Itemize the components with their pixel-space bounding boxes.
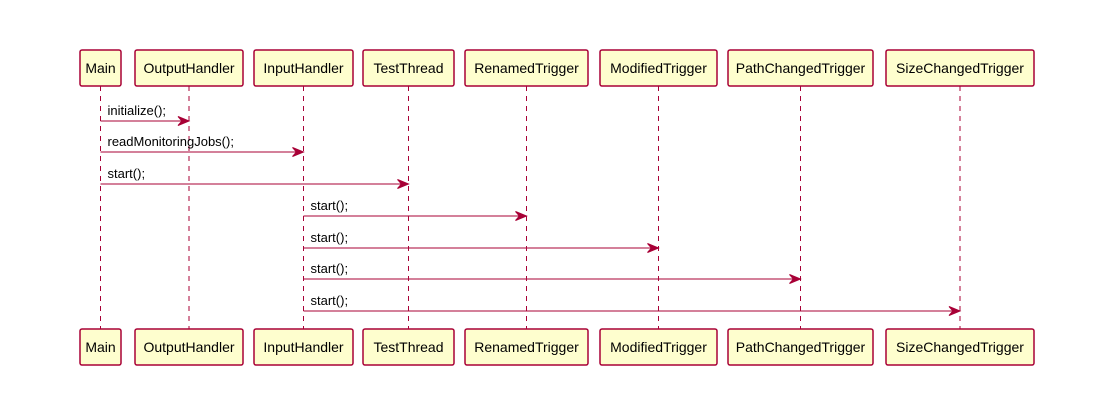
participant-box <box>599 49 718 87</box>
participant-name: ModifiedTrigger <box>610 339 707 355</box>
participant-name: ModifiedTrigger <box>610 60 707 76</box>
participant-name: SizeChangedTrigger <box>896 339 1024 355</box>
message-label: start(); <box>311 230 349 245</box>
participant-box <box>727 49 874 87</box>
participant-name: InputHandler <box>263 339 344 355</box>
message-label: start(); <box>311 261 349 276</box>
participant-box <box>79 328 122 366</box>
participant-bottom: ModifiedTrigger <box>599 328 718 366</box>
participant-name: TestThread <box>373 339 443 355</box>
participant-box <box>79 49 122 87</box>
participant-top: PathChangedTrigger <box>727 49 874 87</box>
message-label: start(); <box>311 198 349 213</box>
arrowhead <box>948 306 962 316</box>
arrowhead <box>397 179 410 189</box>
participant-box <box>464 328 589 366</box>
participant-name: InputHandler <box>263 60 344 76</box>
participant-bottom: InputHandler <box>253 328 354 366</box>
participants-top: Main OutputHandler InputHandler TestThread R… <box>79 49 1035 87</box>
lifelines <box>100 86 961 329</box>
participant-box <box>362 328 455 366</box>
participant-top: TestThread <box>362 49 455 87</box>
participant-box <box>885 328 1035 366</box>
participant-bottom: OutputHandler <box>134 328 244 366</box>
participant-top: ModifiedTrigger <box>599 49 718 87</box>
message: initialize(); <box>100 103 191 126</box>
participant-box <box>134 328 244 366</box>
message-label: start(); <box>108 166 146 181</box>
participant-box <box>134 49 244 87</box>
participant-bottom: TestThread <box>362 328 455 366</box>
message: start(); <box>303 261 802 284</box>
participant-bottom: RenamedTrigger <box>464 328 589 366</box>
arrowhead <box>177 116 191 126</box>
arrowhead <box>647 243 660 253</box>
message-label: start(); <box>311 293 349 308</box>
participant-top: Main <box>79 49 122 87</box>
participant-box <box>885 49 1035 87</box>
participant-name: OutputHandler <box>143 339 234 355</box>
participant-bottom: Main <box>79 328 122 366</box>
message: readMonitoringJobs(); <box>100 134 305 157</box>
participant-name: RenamedTrigger <box>474 339 579 355</box>
participant-box <box>727 328 874 366</box>
participant-name: RenamedTrigger <box>474 60 579 76</box>
participant-box <box>253 49 354 87</box>
participant-box <box>362 49 455 87</box>
arrowhead <box>292 147 305 157</box>
arrowhead <box>515 211 528 221</box>
participant-box <box>253 328 354 366</box>
participant-box <box>464 49 589 87</box>
messages: initialize(); readMonitoringJobs(); start(… <box>100 103 962 316</box>
participant-top: OutputHandler <box>134 49 244 87</box>
participants-bottom: Main OutputHandler InputHandler TestThread R… <box>79 328 1035 366</box>
participant-top: InputHandler <box>253 49 354 87</box>
message: start(); <box>303 293 962 316</box>
participant-box <box>599 328 718 366</box>
participant-name: PathChangedTrigger <box>736 339 866 355</box>
participant-name: SizeChangedTrigger <box>896 60 1024 76</box>
participant-name: Main <box>85 60 115 76</box>
participant-top: SizeChangedTrigger <box>885 49 1035 87</box>
message: start(); <box>303 230 660 253</box>
participant-name: PathChangedTrigger <box>736 60 866 76</box>
message-label: initialize(); <box>108 103 167 118</box>
message: start(); <box>100 166 410 189</box>
participant-bottom: SizeChangedTrigger <box>885 328 1035 366</box>
participant-name: TestThread <box>373 60 443 76</box>
participant-name: Main <box>85 339 115 355</box>
participant-bottom: PathChangedTrigger <box>727 328 874 366</box>
participant-name: OutputHandler <box>143 60 234 76</box>
message: start(); <box>303 198 528 221</box>
participant-top: RenamedTrigger <box>464 49 589 87</box>
arrowhead <box>789 274 802 284</box>
message-label: readMonitoringJobs(); <box>108 134 234 149</box>
